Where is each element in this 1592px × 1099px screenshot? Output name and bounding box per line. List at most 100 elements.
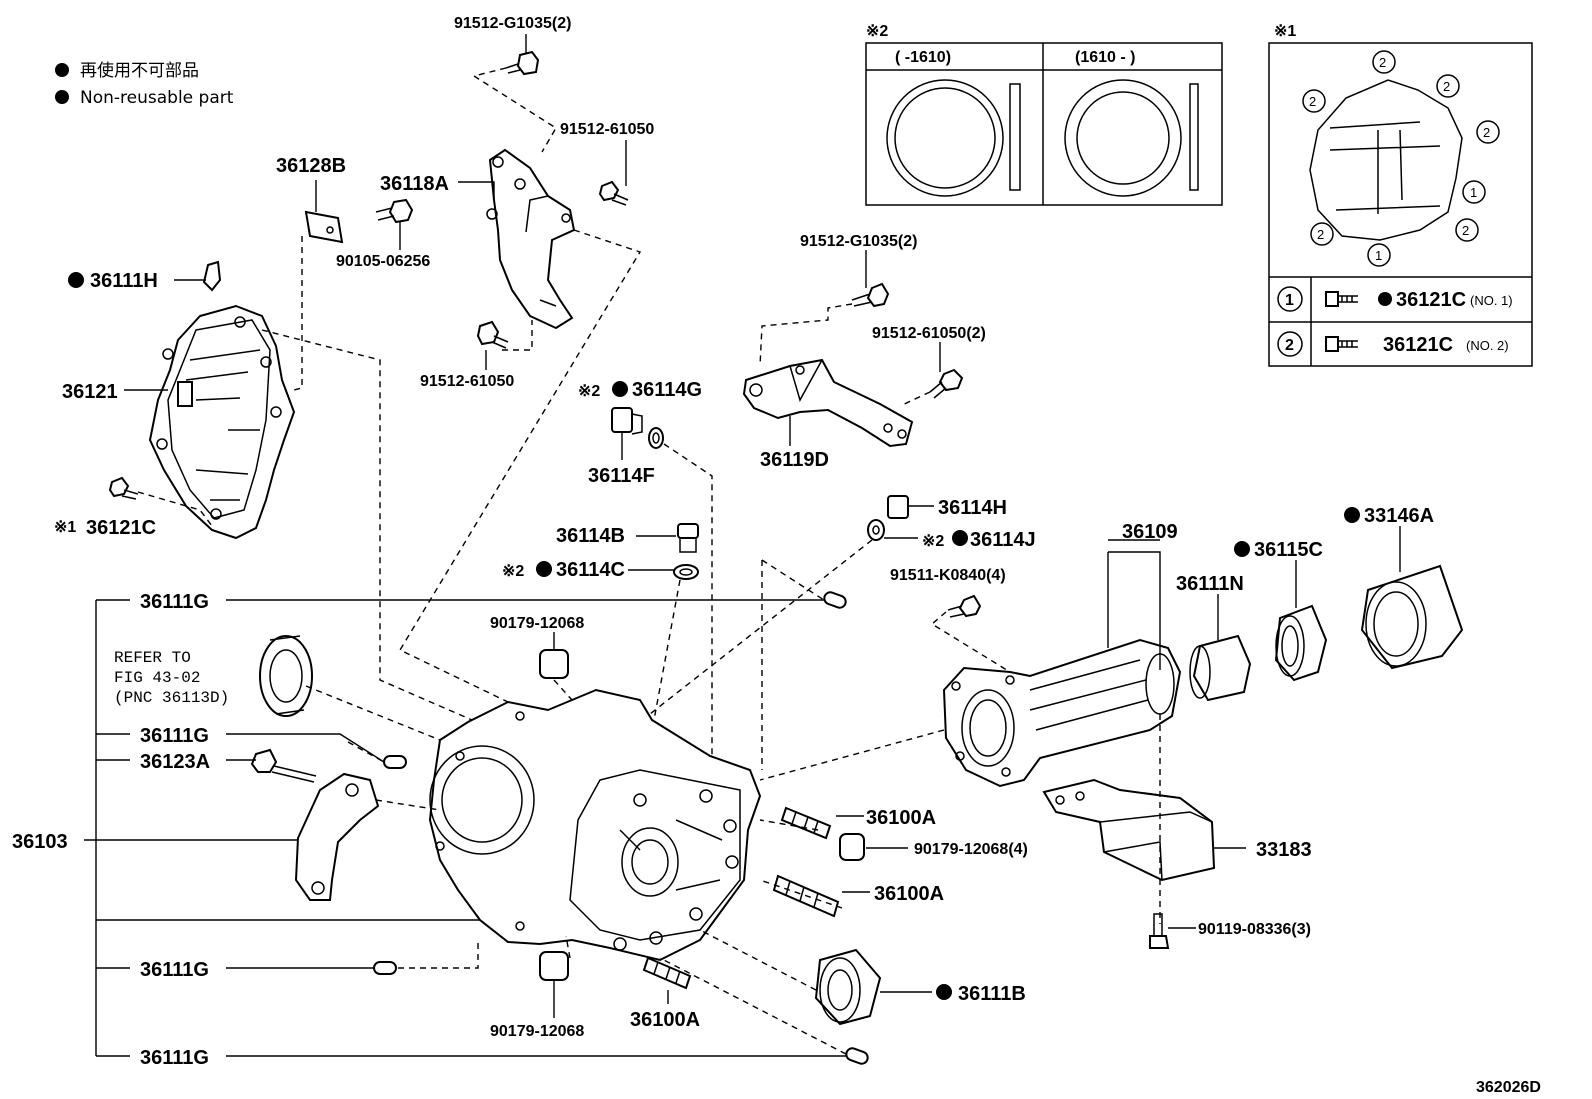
stud-36100a-icon — [780, 806, 832, 840]
label-36114g: 36114G — [632, 379, 702, 401]
label-36111g-4: 36111G — [140, 1047, 209, 1069]
non-reusable-dot-icon — [952, 530, 968, 546]
row2-note: (NO. 2) — [1466, 338, 1509, 353]
gasket-36114c-icon — [673, 564, 699, 580]
cover-outline-icon — [1309, 79, 1463, 241]
row2-part-number: 36121C — [1383, 334, 1453, 356]
label-36111h: 36111H — [90, 270, 158, 292]
svg-text:1: 1 — [1470, 185, 1477, 200]
label-36114j-mark: ※2 — [922, 533, 944, 550]
non-reusable-dot-icon — [612, 381, 628, 397]
inset-seal-table: ※2 ( -1610) (1610 - ) — [865, 23, 1223, 206]
label-36114j: 36114J — [970, 529, 1036, 551]
dust-deflector-33146a-icon — [1360, 564, 1464, 670]
label-33183: 33183 — [1256, 839, 1312, 861]
non-reusable-dot-icon — [536, 561, 552, 577]
inset2-frame — [865, 42, 1223, 206]
plug-36114h-icon — [887, 495, 909, 519]
non-reusable-dot-icon — [55, 63, 69, 77]
label-90179-12068-4: 90179-12068(4) — [914, 841, 1028, 858]
collar-90179-12068-4-icon — [839, 833, 865, 861]
svg-text:2: 2 — [1379, 55, 1386, 70]
bolt-36123a-icon — [250, 748, 317, 783]
collar-90179-12068-bottom-icon — [539, 951, 569, 981]
label-36111g-2: 36111G — [140, 725, 209, 747]
non-reusable-dot-icon — [1378, 292, 1392, 306]
bolt-91511-k0840-icon — [947, 594, 982, 618]
stud-36100a-icon — [642, 956, 692, 990]
label-33146a: 33146A — [1364, 505, 1434, 527]
transfer-case-36103-icon — [428, 688, 762, 962]
inset2-col1-header: ( -1610) — [895, 49, 951, 66]
label-36121c: 36121C — [86, 517, 156, 539]
svg-text:1: 1 — [1375, 248, 1382, 263]
bolt-icon — [1325, 336, 1358, 352]
refer-line3: (PNC 36113D) — [114, 689, 229, 707]
label-36121c-mark: ※1 — [54, 519, 76, 536]
leader-lines — [84, 34, 1401, 1057]
dowel-pin-36111g-icon — [383, 755, 407, 769]
bolt-91512-61050-mid-icon — [476, 320, 509, 349]
gasket-36114g-icon — [648, 427, 664, 449]
clamp-36123a-icon — [294, 772, 380, 901]
oil-seal-old-icon — [886, 79, 1021, 197]
plate-36128b-icon — [304, 210, 344, 244]
label-90119-08336-3: 90119-08336(3) — [1198, 921, 1311, 938]
refer-line2: FIG 43-02 — [114, 669, 200, 687]
label-36123a: 36123A — [140, 751, 210, 773]
label-91511-k0840-4: 91511-K0840(4) — [890, 567, 1006, 584]
mounting-bracket-33183-icon — [1042, 778, 1216, 882]
bolt-90119-08336-icon — [1149, 913, 1170, 949]
dowel-pin-36111g-icon — [845, 1047, 869, 1065]
extension-cover-36121-icon — [148, 304, 296, 540]
label-90179-12068-bottom: 90179-12068 — [490, 1023, 584, 1040]
extension-housing-36109-icon — [942, 638, 1182, 788]
label-36100a-1: 36100A — [866, 807, 936, 829]
oil-seal-36111b-icon — [814, 948, 882, 1026]
inset-bolt-positions: ※1 2 2 2 2 2 2 1 1 1 36121C (NO. 1) — [1268, 23, 1533, 367]
oil-seal-new-icon — [1064, 79, 1199, 197]
drain-plug-36114f-icon — [611, 407, 643, 435]
label-90179-12068-top: 90179-12068 — [490, 615, 584, 632]
bolt-90105-06256-icon — [375, 198, 414, 224]
inset2-col2-header: (1610 - ) — [1075, 49, 1135, 66]
label-91512-g1035-2-right: 91512-G1035(2) — [800, 233, 917, 250]
label-36100a-2: 36100A — [874, 883, 944, 905]
label-36103: 36103 — [12, 831, 68, 853]
breather-plug-36111h-icon — [202, 260, 222, 292]
bracket-36119d-icon — [742, 358, 914, 448]
legend: 再使用不可部品 Non-reusable part — [55, 60, 234, 108]
inset2-mark: ※2 — [866, 23, 888, 40]
figure-code: 362026D — [1476, 1079, 1541, 1096]
non-reusable-dot-icon — [1344, 507, 1360, 523]
oil-seal-36113d-icon — [259, 635, 313, 717]
label-91512-g1035-2-top: 91512-G1035(2) — [454, 15, 571, 32]
label-36128b: 36128B — [276, 155, 346, 177]
non-reusable-dot-icon — [1234, 541, 1250, 557]
label-36115c: 36115C — [1254, 539, 1323, 561]
label-36111b: 36111B — [958, 983, 1026, 1005]
legend-en: Non-reusable part — [80, 88, 234, 108]
row2-number: 2 — [1285, 337, 1294, 354]
label-36118a: 36118A — [380, 173, 449, 195]
svg-text:2: 2 — [1443, 79, 1450, 94]
label-36100a-3: 36100A — [630, 1009, 700, 1031]
bolt-91512-61050-2-icon — [929, 368, 964, 399]
label-90105-06256: 90105-06256 — [336, 253, 430, 270]
label-36114g-mark: ※2 — [578, 383, 600, 400]
label-91512-61050-2: 91512-61050(2) — [872, 325, 986, 342]
row1-note: (NO. 1) — [1470, 293, 1513, 308]
position-1-icon: 1 1 — [1367, 180, 1486, 267]
bolt-91512-g1035-top-icon — [505, 50, 540, 76]
row1-part-number: 36121C — [1396, 289, 1466, 311]
bolt-icon — [1325, 291, 1358, 307]
non-reusable-dot-icon — [68, 272, 84, 288]
bracket-36118a-icon — [486, 148, 576, 330]
non-reusable-dot-icon — [55, 90, 69, 104]
inset1-mark: ※1 — [1274, 23, 1296, 40]
position-2-icon: 2 2 2 2 2 2 — [1302, 50, 1500, 246]
svg-text:2: 2 — [1317, 227, 1324, 242]
part-labels: 91512-G1035(2) 91512-61050 36128B 36118A… — [12, 15, 1541, 1096]
filler-plug-36114b-icon — [677, 523, 699, 553]
